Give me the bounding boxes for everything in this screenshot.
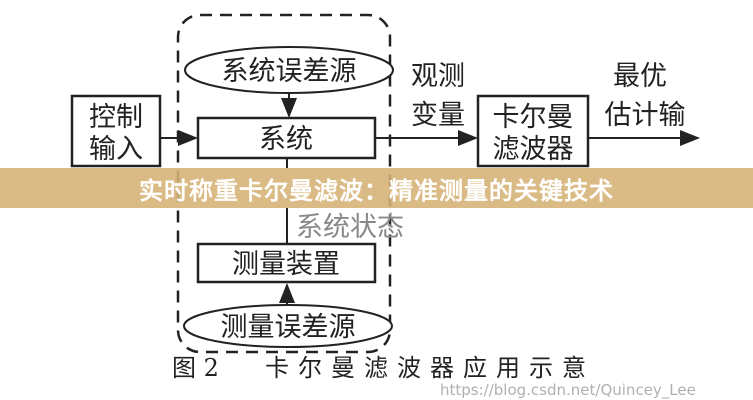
measurement-error-label: 测量误差源 — [221, 312, 356, 343]
kalman-filter-box — [476, 94, 590, 168]
caption-label: 图 2 — [172, 354, 219, 382]
measurement-error-ellipse — [183, 304, 393, 348]
observed-line2: 变量 — [411, 100, 465, 131]
measurement-box — [196, 242, 377, 284]
title-banner: 实时称重卡尔曼滤波：精准测量的关键技术 — [0, 168, 753, 208]
watermark: https://blog.csdn.net/Quincey_Lee — [440, 381, 696, 399]
observed-line1: 观测 — [411, 61, 465, 92]
kalman-line2: 滤波器 — [493, 134, 574, 165]
estimate-line2: 估计输 — [605, 100, 686, 131]
control-input-line2: 输入 — [89, 134, 143, 165]
control-input-box — [70, 94, 162, 168]
system-label: 系统 — [259, 124, 313, 155]
measurement-label: 测量装置 — [232, 249, 340, 280]
caption-text: 卡尔曼滤波器应用示意 — [265, 354, 595, 382]
estimate-line1: 最优 — [613, 61, 667, 92]
kalman-line1: 卡尔曼 — [493, 102, 574, 133]
control-input-line1: 控制 — [89, 102, 143, 133]
system-state-label: 系统状态 — [296, 212, 404, 243]
banner-title: 实时称重卡尔曼滤波：精准测量的关键技术 — [139, 176, 614, 205]
system-error-label: 系统误差源 — [222, 56, 357, 87]
